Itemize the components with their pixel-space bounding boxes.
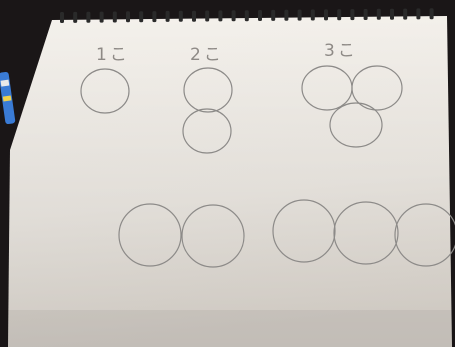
spiral-ring [364, 9, 368, 20]
spiral-ring [390, 9, 394, 20]
spiral-ring [416, 8, 420, 19]
spiral-ring [258, 10, 262, 21]
spiral-ring [192, 11, 196, 22]
label-one-piece: 1こ [96, 45, 130, 65]
spiral-ring [152, 11, 156, 22]
label-two-pieces: 2こ [190, 45, 224, 65]
spiral-ring [284, 10, 288, 21]
spiral-ring [232, 10, 236, 21]
spiral-ring [430, 8, 434, 19]
spiral-ring [86, 12, 90, 23]
spiral-ring [271, 10, 275, 21]
spiral-ring [403, 9, 407, 20]
spiral-ring [218, 10, 222, 21]
spiral-ring [179, 11, 183, 22]
spiral-ring [60, 12, 64, 23]
spiral-ring [337, 9, 341, 20]
spiral-ring [205, 11, 209, 22]
spiral-ring [73, 12, 77, 23]
spiral-ring [324, 9, 328, 20]
bottom-vignette [0, 310, 455, 347]
page-shading [8, 16, 452, 347]
spiral-ring [311, 10, 315, 21]
spiral-ring [377, 9, 381, 20]
spiral-ring [350, 9, 354, 20]
label-three-pieces: 3こ [324, 41, 358, 61]
spiral-ring [100, 12, 104, 23]
spiral-ring [126, 11, 130, 22]
spiral-ring [113, 12, 117, 23]
spiral-ring [298, 10, 302, 21]
spiral-ring [245, 10, 249, 21]
spiral-ring [166, 11, 170, 22]
spiral-ring [139, 11, 143, 22]
